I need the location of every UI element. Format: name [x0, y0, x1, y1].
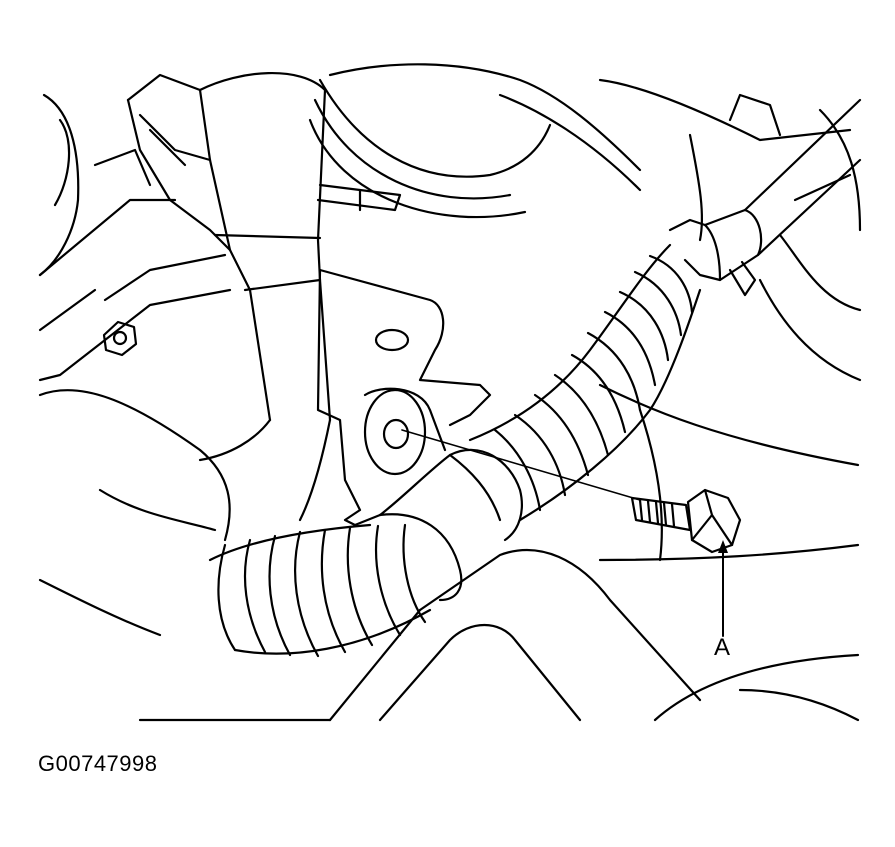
upper-collar	[308, 78, 552, 219]
corrugated-hose	[208, 243, 702, 658]
flange-bolt	[401, 429, 742, 554]
hose-clip	[668, 98, 862, 297]
figure-id: G00747998	[38, 751, 158, 776]
shaft-tube	[126, 72, 332, 522]
hose-clamp	[378, 448, 523, 602]
callout-leader	[718, 540, 728, 637]
hose-clamp-bracket	[316, 268, 492, 527]
callout-label-a: A	[714, 634, 731, 661]
background-structure	[38, 63, 862, 722]
